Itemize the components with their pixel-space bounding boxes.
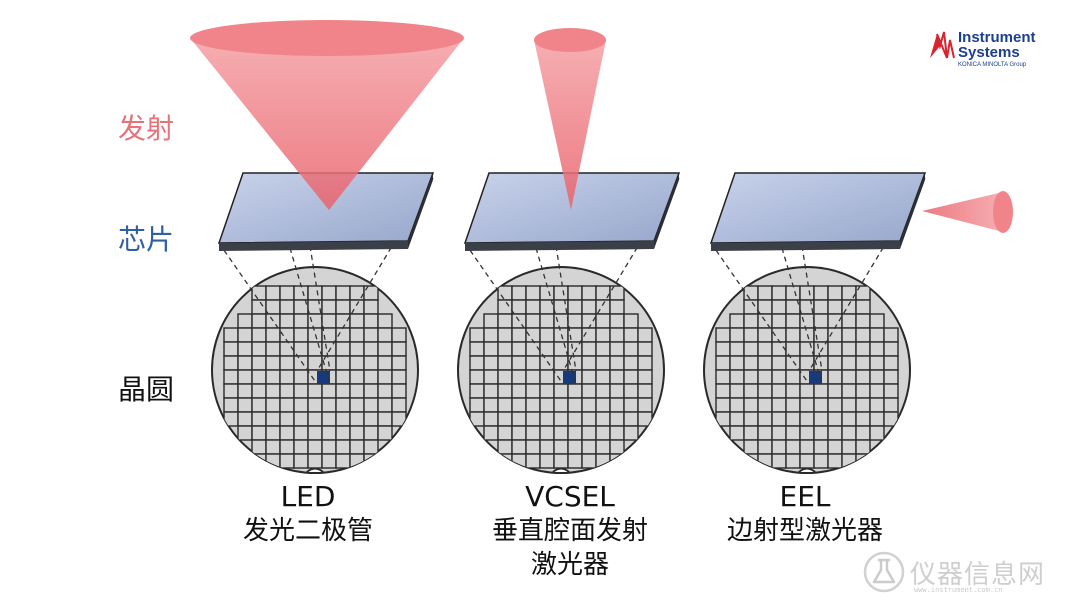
emission-cone <box>922 192 1003 232</box>
chip-side-edge <box>654 173 679 249</box>
highlighted-die <box>563 371 576 384</box>
device-title-eel: EEL 边射型激光器 <box>690 480 920 548</box>
emission-cone-top <box>534 28 606 52</box>
logo-subtitle: KONICA MINOLTA Group <box>958 62 1027 68</box>
wafer-notch <box>306 467 324 473</box>
projection-line <box>464 242 564 385</box>
device-title-vcsel: VCSEL 垂直腔面发射 激光器 <box>440 480 700 582</box>
watermark: 仪器信息网 www.instrument.com.cn <box>862 548 1072 598</box>
emission-cone-end <box>993 191 1013 233</box>
device-acronym: VCSEL <box>525 480 615 513</box>
projection-line <box>218 242 318 385</box>
projection-line <box>535 247 577 385</box>
device-name: 发光二极管 <box>242 516 373 546</box>
device-column-led <box>190 20 464 474</box>
wafer-die-grid <box>469 285 653 469</box>
logo-line-2: Systems <box>958 44 1020 61</box>
logo-line-1: Instrument <box>958 29 1036 46</box>
projection-line <box>710 242 810 385</box>
device-acronym: LED <box>280 480 336 513</box>
device-acronym: EEL <box>779 480 831 513</box>
emission-label: 发射 <box>118 112 175 145</box>
emission-cone <box>190 38 464 210</box>
wafer-notch <box>798 467 816 473</box>
projection-line <box>781 247 823 385</box>
chip-label: 芯片 <box>118 223 175 256</box>
emission-cone <box>534 40 606 210</box>
wafer-notch <box>552 467 570 473</box>
device-name: 垂直腔面发射 <box>491 516 648 546</box>
chip-side-edge <box>900 173 925 249</box>
highlighted-die <box>317 371 330 384</box>
chip-front-edge <box>219 241 408 251</box>
device-column-eel <box>703 172 1013 474</box>
chip-front-edge <box>711 241 900 251</box>
wafer-die-grid <box>223 285 407 469</box>
device-column-vcsel <box>457 28 681 474</box>
chip-side-edge <box>408 173 433 249</box>
projection-line <box>801 245 823 372</box>
instrument-systems-logo: Instrument Systems KONICA MINOLTA Group <box>928 30 1058 74</box>
emission-cone-top <box>190 20 464 56</box>
wafer-label: 晶圆 <box>118 373 175 406</box>
watermark-url: www.instrument.com.cn <box>914 586 1003 594</box>
wafer-die-grid <box>715 285 899 469</box>
projection-line <box>289 247 331 385</box>
device-title-led: LED 发光二极管 <box>208 480 408 548</box>
projection-line <box>555 245 577 372</box>
watermark-text: 仪器信息网 <box>910 560 1046 590</box>
device-name: 边射型激光器 <box>726 516 883 546</box>
chip-top-face <box>709 172 927 244</box>
instrument-systems-logo-icon <box>930 31 955 59</box>
flask-watermark-icon <box>863 551 905 593</box>
highlighted-die <box>809 371 822 384</box>
projection-line <box>309 245 331 372</box>
chip-front-edge <box>465 241 654 251</box>
device-name-line2: 激光器 <box>530 550 609 580</box>
